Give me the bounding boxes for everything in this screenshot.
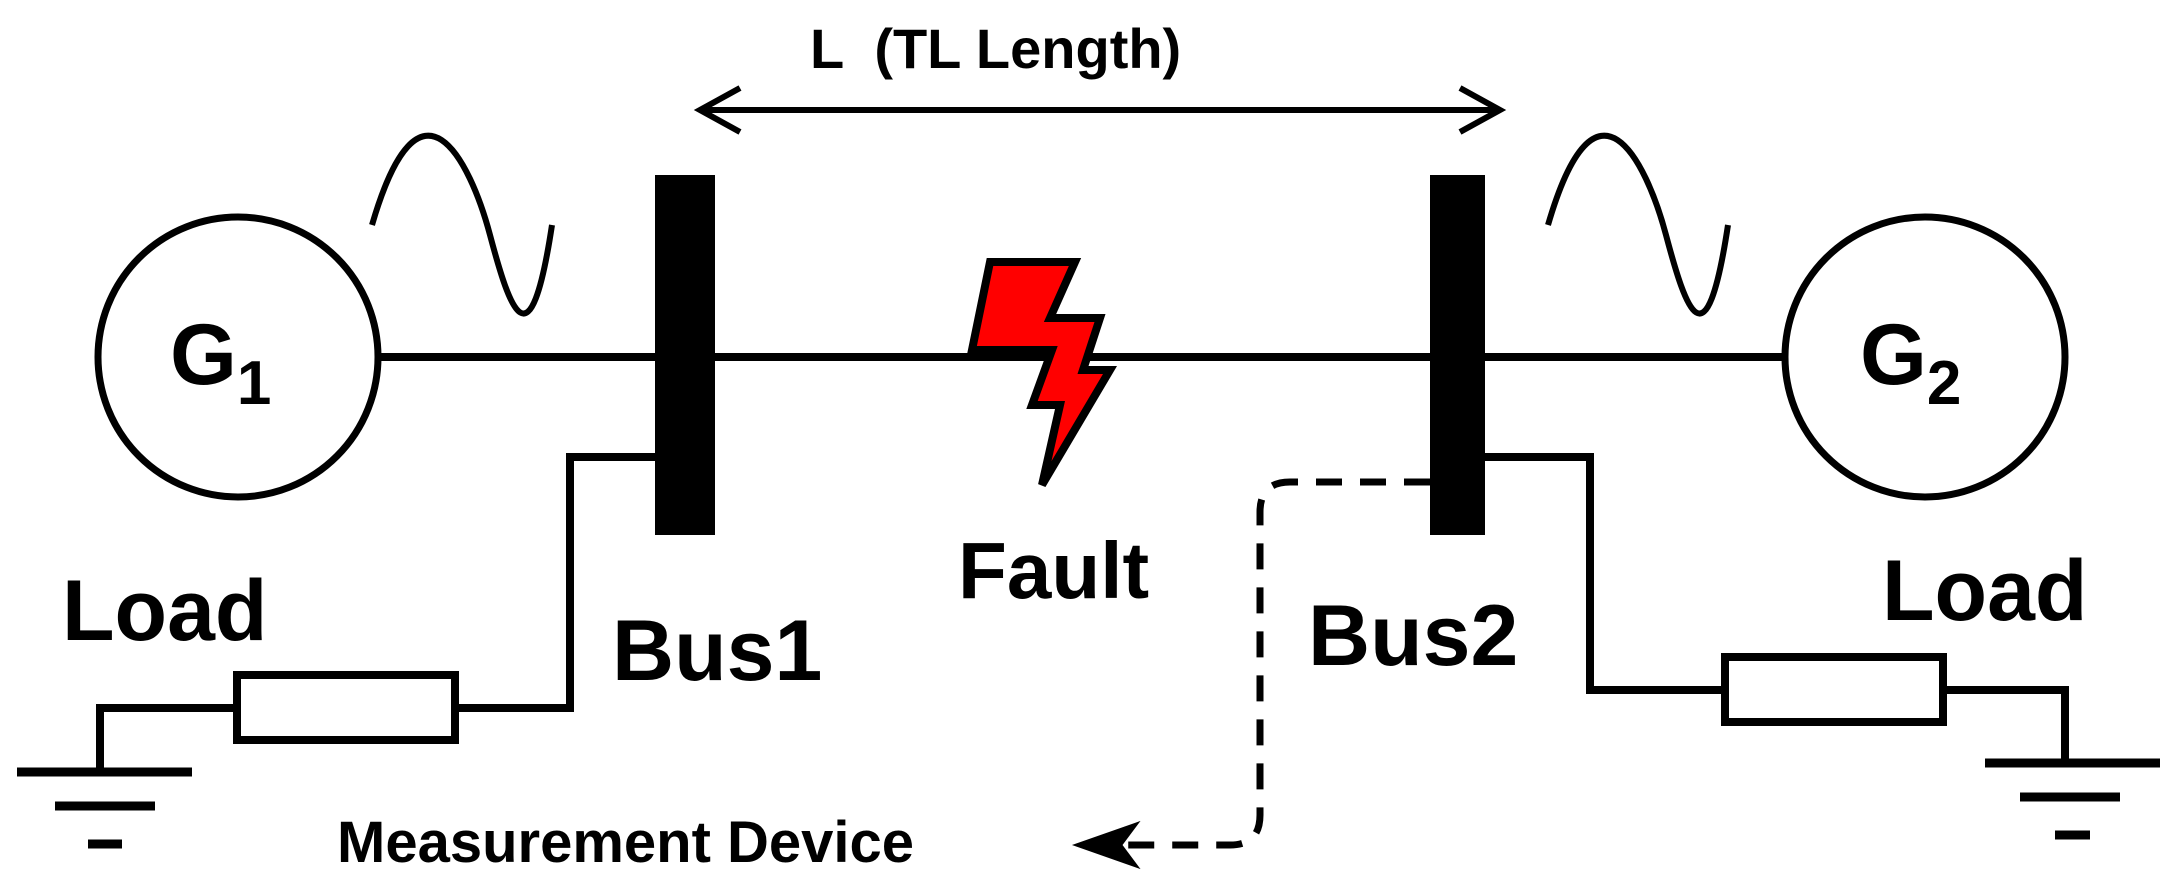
load-left-resistor	[233, 671, 459, 744]
bus2-label: Bus2	[1308, 588, 1518, 684]
ground-symbol-icon	[17, 767, 192, 849]
bus1-label: Bus1	[612, 603, 822, 699]
length-dimension: L (TL Length)	[693, 17, 1507, 135]
generator-1-circle	[94, 213, 382, 501]
measurement-device-label: Measurement Device	[337, 810, 914, 875]
length-arrow-right-head	[1458, 85, 1507, 135]
generator-1-label: G1	[170, 307, 271, 418]
measurement-link: Measurement Device	[337, 478, 1430, 875]
measurement-arrow-head	[1071, 820, 1141, 870]
load-right-ground-wire	[1943, 686, 2069, 763]
length-label: L (TL Length)	[810, 17, 1181, 80]
generator-2: G2	[1781, 213, 2069, 501]
bus2-bar	[1430, 175, 1485, 535]
generator-1-subscript: 1	[237, 349, 271, 418]
generator-1: G1	[94, 213, 382, 501]
generator-2-subscript: 2	[1927, 349, 1961, 418]
sine-wave-icon	[1545, 132, 1731, 317]
load-right-label: Load	[1882, 543, 2087, 639]
load-right-resistor	[1721, 653, 1947, 726]
load-left: Load	[17, 453, 655, 849]
generator-2-circle	[1781, 213, 2069, 501]
measurement-dashed-wire	[1110, 478, 1430, 849]
generator-2-label: G2	[1860, 307, 1961, 418]
load-right-wire	[1485, 453, 1725, 694]
bus1-bar	[655, 175, 715, 535]
load-right: Load	[1485, 453, 2160, 840]
load-left-wire	[458, 453, 655, 712]
fault-label: Fault	[958, 526, 1149, 615]
load-left-label: Load	[62, 563, 267, 659]
lightning-bolt-icon	[967, 258, 1118, 488]
load-left-ground-wire	[96, 704, 237, 772]
length-arrow-left-head	[693, 85, 742, 135]
ground-symbol-icon	[1985, 758, 2160, 840]
sine-wave-icon	[369, 132, 555, 317]
fault: Fault	[958, 258, 1149, 615]
